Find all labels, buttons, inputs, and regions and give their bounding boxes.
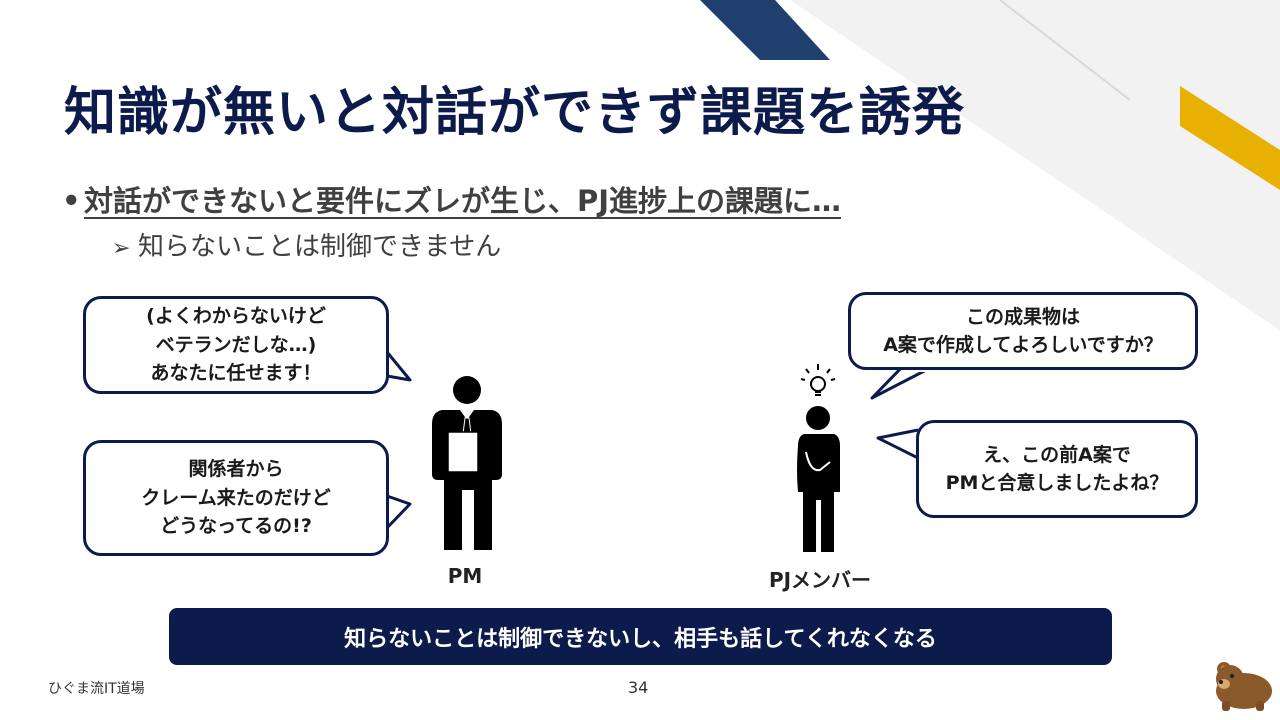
speech-bubble-pm-top: (よくわからないけど ベテランだしな…) あなたに任せます！ — [83, 296, 389, 394]
bubble-text: え、この前A案で PMと合意しましたよね？ — [945, 443, 1169, 495]
footer-text: ひぐま流IT道場 — [48, 681, 145, 697]
speech-bubble-member-bottom: え、この前A案で PMと合意しましたよね？ — [916, 420, 1198, 518]
speech-bubble-member-top: この成果物は A案で作成してよろしいですか？ — [848, 292, 1198, 370]
sub-bullet: ➢ 知らないことは制御できません — [112, 226, 501, 263]
pm-label: PM — [447, 564, 483, 588]
person-pm-icon — [432, 376, 502, 550]
speech-bubble-pm-bottom: 関係者から クレーム来たのだけど どうなってるの!? — [83, 440, 389, 556]
lightbulb-icon — [800, 364, 836, 396]
bear-icon — [1216, 662, 1272, 711]
bullet-point: •対話ができないと要件にズレが生じ、PJ進捗上の課題に… — [62, 178, 841, 220]
bullet-text: 対話ができないと要件にズレが生じ、PJ進捗上の課題に… — [84, 184, 842, 218]
bullet-dot: • — [62, 184, 81, 218]
bubble-text: (よくわからないけど ベテランだしな…) あなたに任せます！ — [146, 305, 326, 385]
bubble-text: 関係者から クレーム来たのだけど どうなってるの!? — [141, 458, 331, 538]
banner-text: 知らないことは制御できないし、相手も話してくれなくなる — [344, 626, 937, 652]
page-number: 34 — [628, 678, 649, 697]
bubble-text: この成果物は A案で作成してよろしいですか？ — [883, 305, 1163, 357]
arrow-bullet-icon: ➢ — [112, 236, 131, 261]
person-member-icon — [797, 364, 840, 552]
conclusion-banner: 知らないことは制御できないし、相手も話してくれなくなる — [169, 608, 1112, 665]
sub-bullet-text: 知らないことは制御できません — [138, 232, 502, 262]
slide-title: 知識が無いと対話ができず課題を誘発 — [64, 83, 966, 143]
member-label: PJメンバー — [768, 568, 872, 592]
